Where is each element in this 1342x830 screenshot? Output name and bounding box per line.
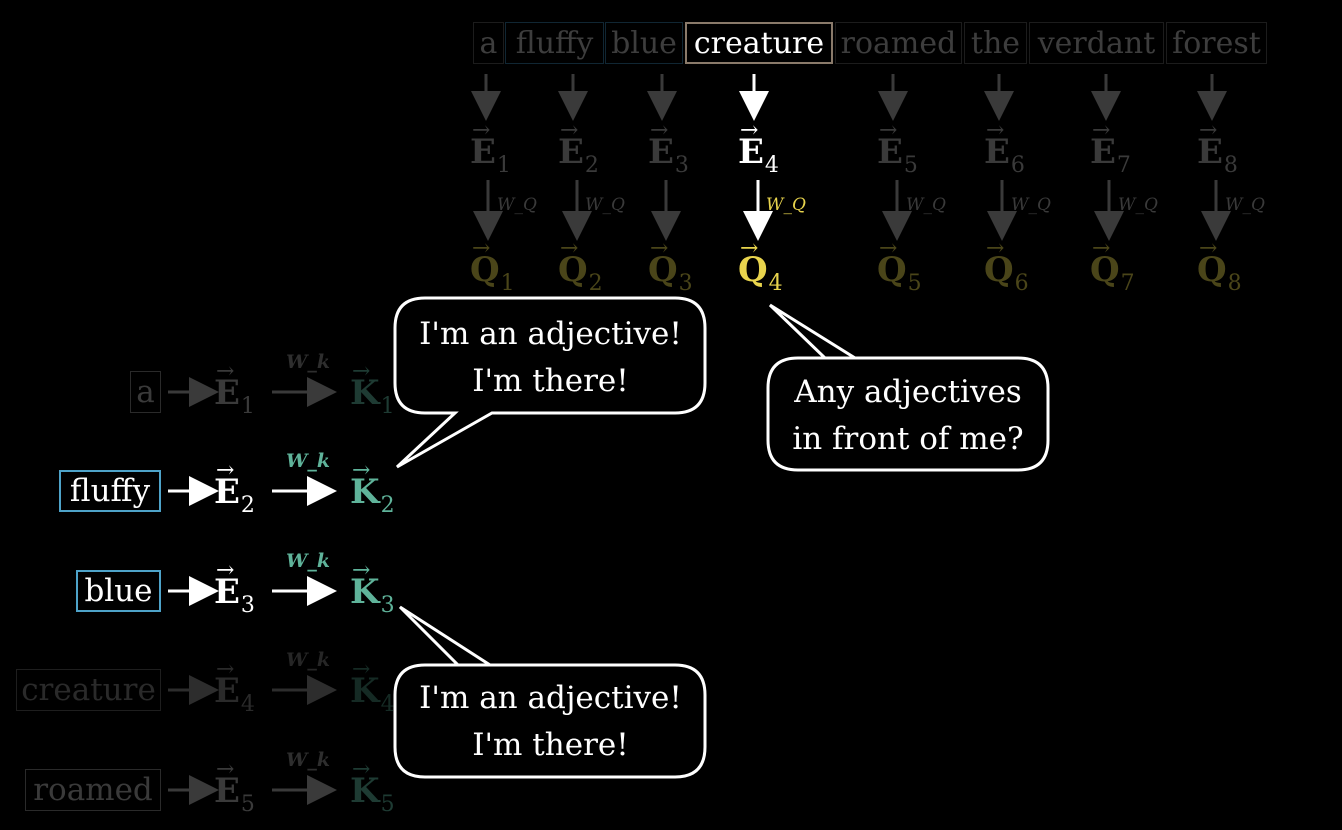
embedding-vector: →E8 bbox=[1197, 118, 1238, 178]
bubble-bottom-shape bbox=[393, 605, 707, 779]
key-word-box-adjective: blue bbox=[76, 570, 161, 612]
wk-label: W_k bbox=[286, 649, 331, 671]
word-token-selected: creature bbox=[685, 22, 833, 64]
word-token: fluffy bbox=[505, 22, 604, 64]
wk-label: W_k bbox=[286, 749, 331, 771]
embedding-vector: →E6 bbox=[984, 118, 1025, 178]
query-vector: →Q5 bbox=[877, 236, 922, 296]
key-vector: →K1 bbox=[350, 359, 395, 419]
bubble-query-line2: in front of me? bbox=[792, 421, 1024, 457]
embedding-vector-selected: →E4 bbox=[738, 118, 779, 178]
wq-label: W_Q bbox=[1011, 195, 1051, 215]
query-vector: →Q7 bbox=[1090, 236, 1135, 296]
key-word-box: creature bbox=[16, 669, 161, 711]
embedding-vector: →E2 bbox=[558, 118, 599, 178]
embedding-vector: →E7 bbox=[1090, 118, 1131, 178]
query-vector: →Q2 bbox=[558, 236, 603, 296]
key-embedding-vector: →E1 bbox=[214, 359, 255, 419]
key-vector: →K2 bbox=[350, 458, 395, 518]
wk-label: W_k bbox=[286, 351, 331, 373]
key-embedding-vector: →E4 bbox=[214, 657, 255, 717]
wk-label: W_k bbox=[286, 450, 331, 472]
word-token: blue bbox=[605, 22, 683, 64]
key-word-box-adjective: fluffy bbox=[59, 470, 161, 512]
wq-label: W_Q bbox=[585, 195, 625, 215]
word-to-embedding-arrows bbox=[471, 74, 1227, 121]
bubble-query-text: Any adjectives in front of me? bbox=[770, 369, 1046, 463]
key-row-arrows bbox=[168, 377, 337, 805]
embedding-vector: →E3 bbox=[648, 118, 689, 178]
bubble-bottom-line1: I'm an adjective! bbox=[419, 680, 682, 716]
bubble-top-text: I'm an adjective! I'm there! bbox=[398, 311, 703, 405]
query-vector: →Q3 bbox=[648, 236, 693, 296]
word-token: forest bbox=[1166, 22, 1267, 64]
bubble-top-line2: I'm there! bbox=[472, 363, 629, 399]
bubble-top-line1: I'm an adjective! bbox=[419, 316, 682, 352]
word-token: verdant bbox=[1029, 22, 1164, 64]
key-embedding-vector: →E2 bbox=[214, 458, 255, 518]
key-vector: →K4 bbox=[350, 657, 395, 717]
embedding-vector: →E1 bbox=[470, 118, 511, 178]
query-vector: →Q1 bbox=[470, 236, 515, 296]
key-vector: →K5 bbox=[350, 757, 395, 817]
key-embedding-vector: →E5 bbox=[214, 757, 255, 817]
word-token: the bbox=[964, 22, 1027, 64]
query-vector: →Q8 bbox=[1197, 236, 1242, 296]
bubble-bottom-line2: I'm there! bbox=[472, 727, 629, 763]
key-word-box: roamed bbox=[25, 769, 161, 811]
embedding-vector: →E5 bbox=[877, 118, 918, 178]
bubble-query-line1: Any adjectives bbox=[794, 374, 1022, 410]
key-vector: →K3 bbox=[350, 558, 395, 618]
word-token: a bbox=[473, 22, 504, 64]
bubble-query-shape bbox=[766, 303, 1050, 472]
wq-label: W_Q bbox=[1118, 195, 1158, 215]
key-embedding-vector: →E3 bbox=[214, 558, 255, 618]
query-vector-selected: →Q4 bbox=[738, 236, 783, 296]
bubble-bottom-text: I'm an adjective! I'm there! bbox=[398, 675, 703, 769]
wq-label: W_Q bbox=[497, 195, 537, 215]
wq-label: W_Q bbox=[1225, 195, 1265, 215]
word-token: roamed bbox=[835, 22, 962, 64]
wq-label: W_Q bbox=[766, 195, 806, 215]
bubble-top-shape bbox=[393, 296, 707, 469]
query-vector: →Q6 bbox=[984, 236, 1029, 296]
key-word-box: a bbox=[130, 371, 161, 413]
wk-label: W_k bbox=[286, 550, 331, 572]
embedding-to-query-arrows bbox=[473, 180, 1231, 241]
wq-label: W_Q bbox=[906, 195, 946, 215]
